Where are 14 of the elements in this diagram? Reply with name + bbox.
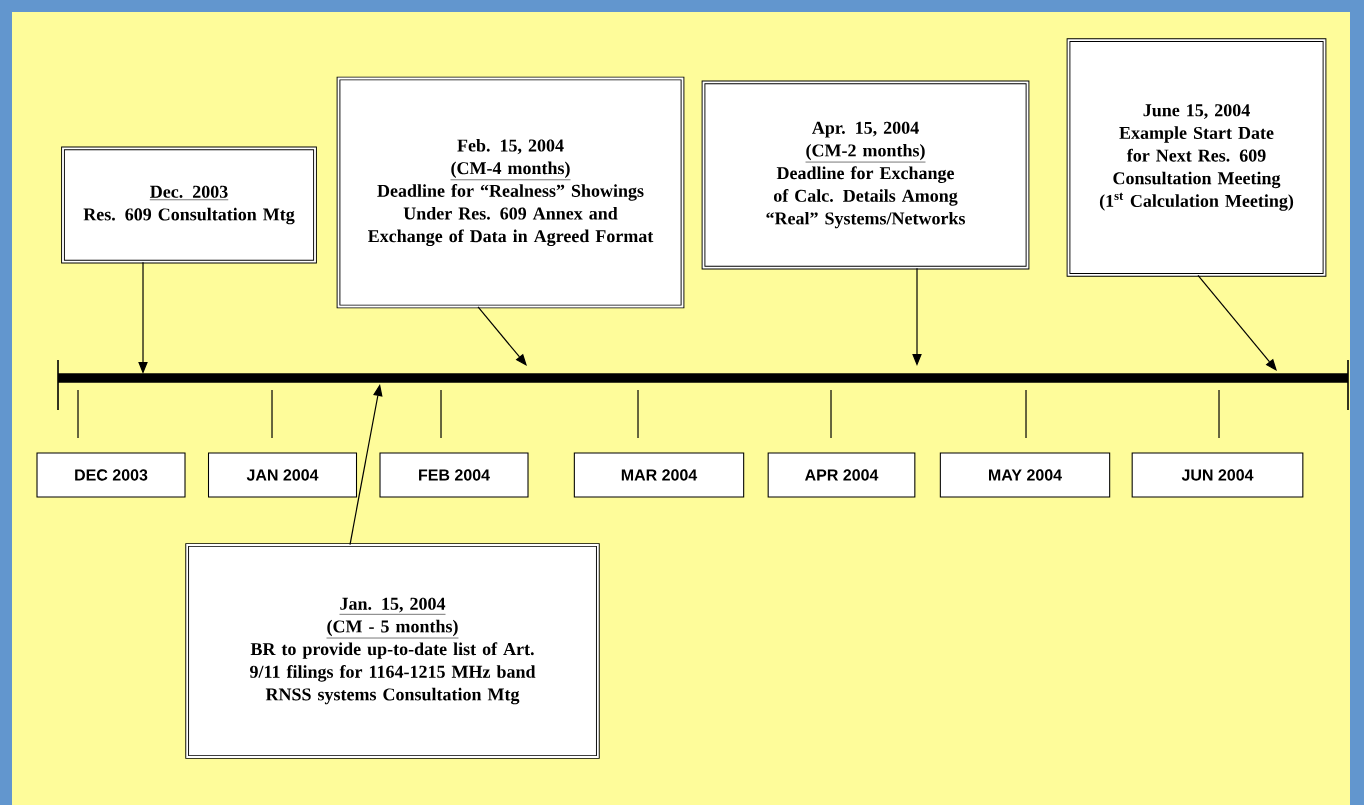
arrow [1197,274,1277,371]
month-box: MAR 2004 [573,452,745,498]
event-box: Jan. 15, 2004 (CM - 5 months) BR to provide up-to-date list of Art. 9/11 filings for 1164-1215 MHz band RNSS systems Consultation Mtg [185,543,600,759]
month-box: DEC 2003 [36,452,186,498]
event-box: Apr. 15, 2004 (CM-2 months) Deadline for Exchange of Calc. Details Among “Real” Systems/Networks [701,80,1030,270]
month-box: FEB 2004 [379,452,529,498]
month-box: APR 2004 [767,452,916,498]
event-box: June 15, 2004 Example Start Date for Next Res. 609 Consultation Meeting (1$^{st}$ Calculation Meeting) [1066,38,1327,277]
event-box: Dec. 2003 Res. 609 Consultation Mtg [61,146,317,264]
arrow [477,306,527,366]
month-box: JUN 2004 [1131,452,1304,498]
event-box: Feb. 15, 2004 (CM-4 months) Deadline for “Realness” Showings Under Res. 609 Annex and Exchange of Data in Agreed Format [336,76,685,309]
month-box: MAY 2004 [939,452,1111,498]
month-box: JAN 2004 [207,452,358,498]
